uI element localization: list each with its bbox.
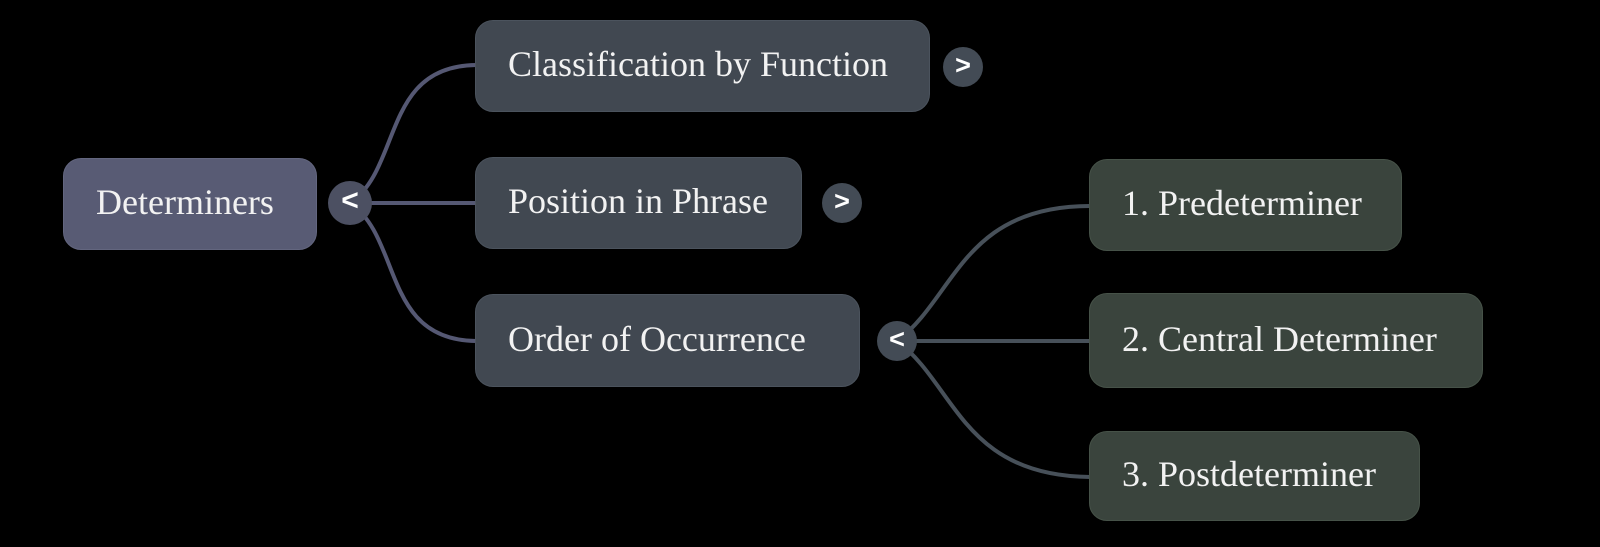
- node-classification-by-function[interactable]: Classification by Function: [475, 20, 930, 112]
- connector-order-to-postdeterminer: [895, 339, 1092, 479]
- node-position-in-phrase-label: Position in Phrase: [508, 181, 769, 221]
- expand-toggle-position-in-phrase[interactable]: >: [822, 183, 862, 223]
- node-position-in-phrase[interactable]: Position in Phrase: [475, 157, 802, 249]
- node-determiners[interactable]: Determiners: [63, 158, 317, 250]
- chevron-left-icon: <: [889, 323, 905, 354]
- node-predeterminer[interactable]: 1. Predeterminer: [1089, 159, 1402, 251]
- node-determiners-label: Determiners: [96, 182, 274, 222]
- node-central-determiner[interactable]: 2. Central Determiner: [1089, 293, 1483, 388]
- collapse-toggle-determiners[interactable]: <: [328, 181, 372, 225]
- connector-order-to-predeterminer: [895, 204, 1092, 343]
- node-postdeterminer-label: 3. Postdeterminer: [1122, 454, 1376, 494]
- collapse-toggle-order-of-occurrence[interactable]: <: [877, 321, 917, 361]
- node-classification-by-function-label: Classification by Function: [508, 44, 888, 84]
- node-central-determiner-label: 2. Central Determiner: [1122, 318, 1437, 359]
- chevron-left-icon: <: [341, 184, 359, 217]
- node-postdeterminer[interactable]: 3. Postdeterminer: [1089, 431, 1420, 521]
- node-order-of-occurrence[interactable]: Order of Occurrence: [475, 294, 860, 387]
- node-order-of-occurrence-label: Order of Occurrence: [508, 318, 806, 359]
- chevron-right-icon: >: [955, 49, 971, 80]
- chevron-right-icon: >: [834, 185, 850, 216]
- expand-toggle-classification-by-function[interactable]: >: [943, 47, 983, 87]
- node-predeterminer-label: 1. Predeterminer: [1122, 183, 1362, 223]
- connector-root-to-classification: [348, 63, 478, 205]
- connector-root-to-order: [348, 201, 478, 343]
